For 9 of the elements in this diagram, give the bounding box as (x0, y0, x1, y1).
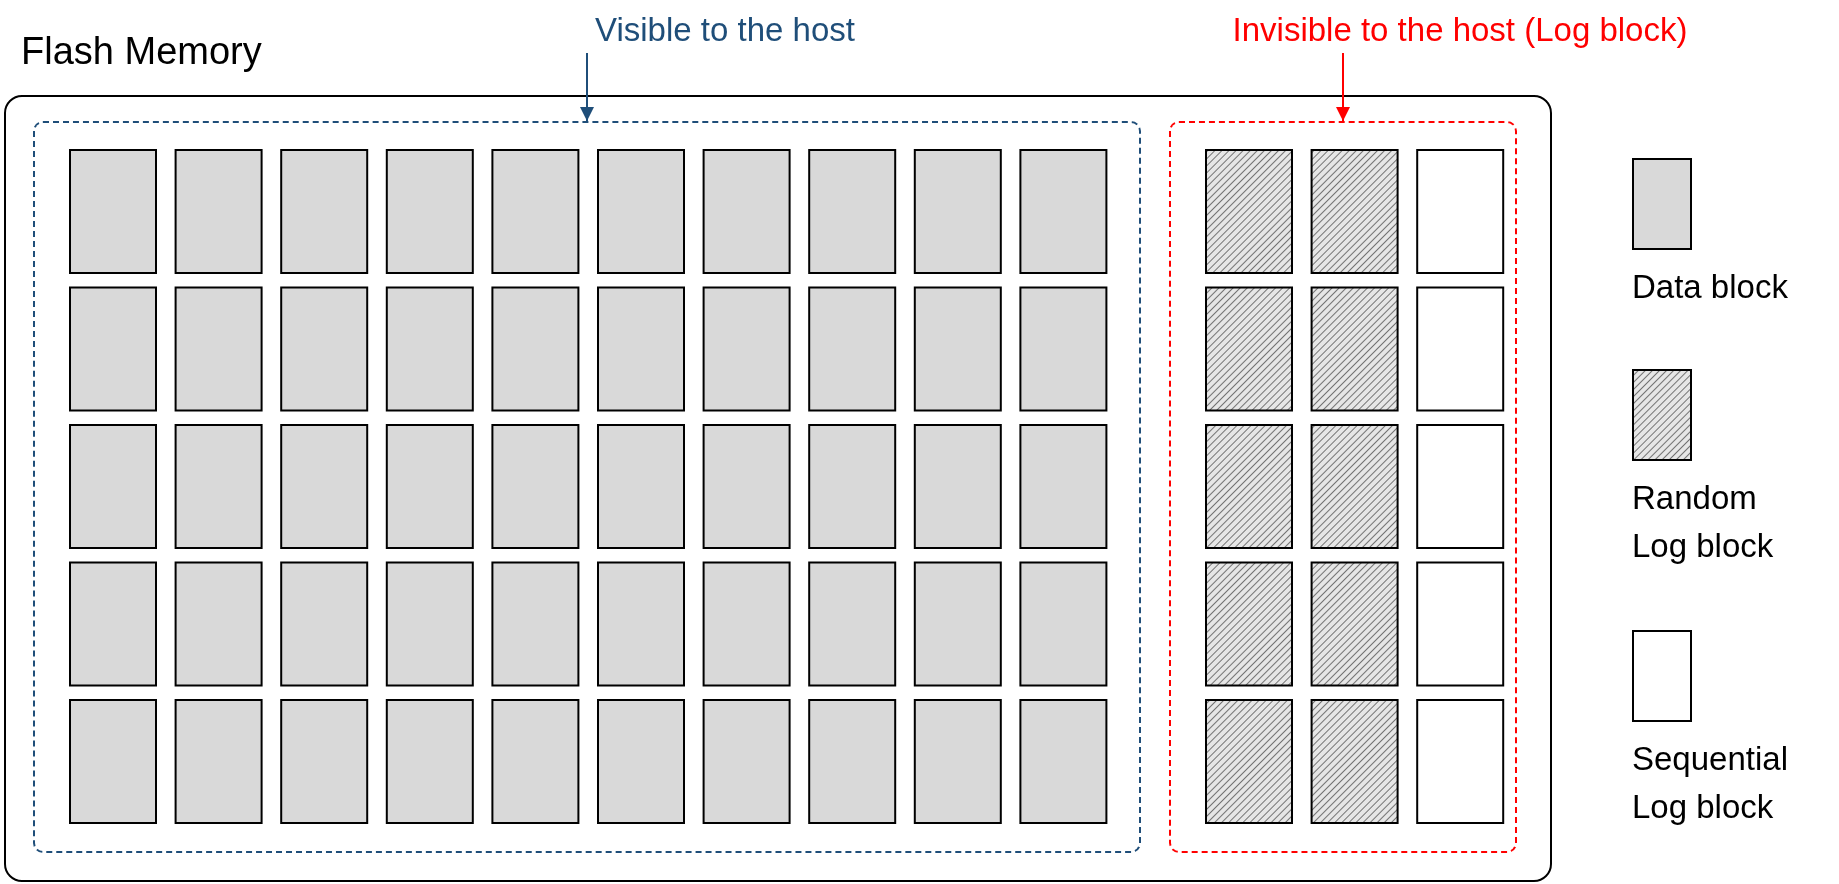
annotation-label: Visible to the host (520, 8, 930, 52)
legend-label: Data block (1632, 267, 1789, 307)
arrow (1336, 52, 1350, 122)
legend-label: Sequential Log block (1632, 739, 1789, 827)
annotation-label: Invisible to the host (Log block) (1150, 8, 1770, 52)
memory-title: Flash Memory (21, 30, 262, 73)
arrow (580, 52, 594, 122)
dashed-region (1169, 121, 1517, 853)
legend-label: Random Log block (1632, 478, 1775, 566)
